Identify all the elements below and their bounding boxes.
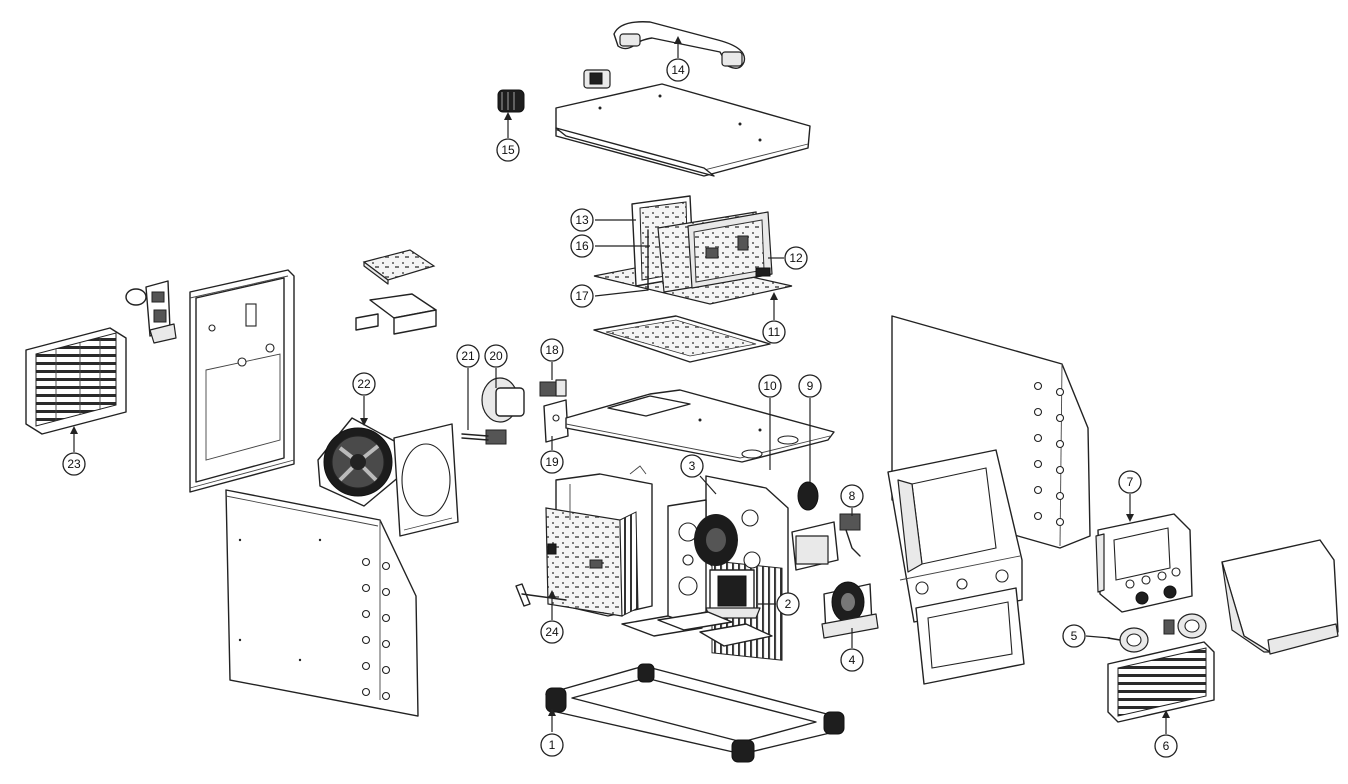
bridge-transformer bbox=[791, 521, 839, 571]
callout-11-label: 11 bbox=[768, 325, 781, 339]
top-cover bbox=[555, 83, 811, 177]
callout-18: 18 bbox=[540, 338, 564, 362]
main-power-pcb bbox=[545, 465, 653, 617]
knob-15 bbox=[497, 89, 525, 113]
callout-5: 5 bbox=[1062, 624, 1086, 648]
callout-7: 7 bbox=[1118, 470, 1142, 494]
callout-18-label: 18 bbox=[545, 343, 559, 357]
control-pcb-stack bbox=[593, 195, 793, 305]
callout-14-label: 14 bbox=[671, 63, 685, 77]
callout-1-label: 1 bbox=[549, 738, 556, 752]
callout-17-label: 17 bbox=[575, 289, 589, 303]
callout-12-label: 12 bbox=[789, 251, 803, 265]
callout-23: 23 bbox=[62, 452, 86, 476]
fan-shroud-plate bbox=[393, 423, 459, 537]
pcb-mounting-bracket bbox=[355, 293, 437, 335]
callout-3-label: 3 bbox=[689, 459, 696, 473]
callout-19: 19 bbox=[540, 450, 564, 474]
rear-gas-connector bbox=[125, 280, 177, 344]
callout-17: 17 bbox=[570, 284, 594, 308]
callout-7-label: 7 bbox=[1127, 475, 1134, 489]
main-transformer bbox=[694, 514, 738, 566]
callout-20: 20 bbox=[484, 344, 508, 368]
callout-16: 16 bbox=[570, 234, 594, 258]
callout-10-label: 10 bbox=[763, 379, 777, 393]
power-switch bbox=[539, 379, 567, 397]
callout-21: 21 bbox=[456, 344, 480, 368]
callout-15: 15 bbox=[496, 138, 520, 162]
callout-23-label: 23 bbox=[67, 457, 81, 471]
rear-panel bbox=[189, 269, 295, 493]
base-tray-plates bbox=[621, 611, 773, 647]
heatsink-fan-9 bbox=[797, 481, 819, 511]
callout-24: 24 bbox=[540, 620, 564, 644]
callout-24-label: 24 bbox=[545, 625, 559, 639]
callout-6: 6 bbox=[1154, 734, 1178, 758]
callout-13: 13 bbox=[570, 208, 594, 232]
callout-8-label: 8 bbox=[849, 489, 856, 503]
output-inductor bbox=[705, 569, 761, 619]
pcb-base-plate bbox=[593, 315, 771, 363]
callout-6-label: 6 bbox=[1163, 739, 1170, 753]
carry-handle bbox=[613, 21, 746, 69]
output-connector-8 bbox=[839, 513, 861, 557]
rectifier-heatsink bbox=[667, 499, 707, 621]
callout-8: 8 bbox=[840, 484, 864, 508]
callout-10: 10 bbox=[758, 374, 782, 398]
auxiliary-pcb bbox=[362, 249, 436, 285]
callout-2-label: 2 bbox=[785, 597, 792, 611]
base-frame bbox=[545, 663, 845, 763]
bus-bar-24 bbox=[515, 583, 567, 607]
front-louvered-grille bbox=[1107, 641, 1215, 723]
cooling-fan bbox=[317, 417, 401, 507]
callout-22-label: 22 bbox=[357, 377, 371, 391]
internal-chassis-tray bbox=[565, 389, 835, 463]
callout-4-label: 4 bbox=[849, 653, 856, 667]
callout-3: 3 bbox=[680, 454, 704, 478]
callout-15-label: 15 bbox=[501, 143, 515, 157]
display-control-panel bbox=[1095, 513, 1193, 613]
callout-20-label: 20 bbox=[489, 349, 503, 363]
callout-13-label: 13 bbox=[575, 213, 589, 227]
front-panel-frame bbox=[887, 449, 1025, 685]
callout-22: 22 bbox=[352, 372, 376, 396]
callout-5-label: 5 bbox=[1071, 629, 1078, 643]
callout-12: 12 bbox=[784, 246, 808, 270]
callout-21-label: 21 bbox=[461, 349, 475, 363]
left-side-panel bbox=[225, 489, 419, 717]
wire-feed-motor bbox=[461, 377, 525, 445]
callout-4: 4 bbox=[840, 648, 864, 672]
top-connector bbox=[583, 69, 611, 89]
callout-16-label: 16 bbox=[575, 239, 589, 253]
callout-11: 11 bbox=[762, 320, 786, 344]
left-louvered-grille bbox=[25, 327, 127, 435]
output-choke bbox=[821, 581, 879, 639]
callout-14: 14 bbox=[666, 58, 690, 82]
callout-1: 1 bbox=[540, 733, 564, 757]
switch-bracket bbox=[543, 399, 569, 443]
callout-leaders bbox=[70, 36, 1170, 734]
callout-9: 9 bbox=[798, 374, 822, 398]
callout-19-label: 19 bbox=[545, 455, 559, 469]
callout-2: 2 bbox=[776, 592, 800, 616]
callout-9-label: 9 bbox=[807, 379, 814, 393]
output-sockets bbox=[1107, 613, 1207, 653]
front-cover-flap bbox=[1221, 539, 1339, 655]
